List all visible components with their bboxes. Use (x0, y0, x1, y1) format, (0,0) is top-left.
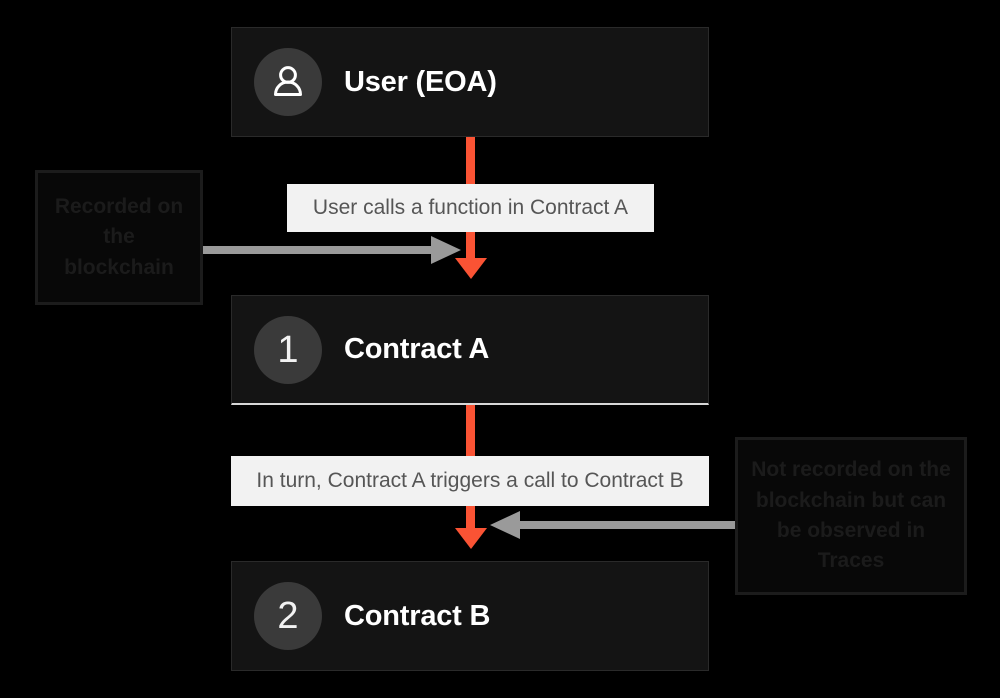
annotation-recorded-on-blockchain: Recorded on the blockchain (35, 170, 203, 305)
node-title-contract-a: Contract A (344, 333, 490, 365)
node-title-contract-b: Contract B (344, 599, 491, 632)
gray-arrow-left (203, 234, 461, 271)
step-number-badge-1: 1 (254, 315, 322, 384)
gray-arrow-right (490, 509, 742, 546)
node-contract-b[interactable]: 2 Contract B (231, 561, 709, 671)
node-contract-a[interactable]: 1 Contract A (231, 295, 709, 405)
caption-user-calls-contract-a: User calls a function in Contract A (287, 184, 654, 232)
caption-contract-a-triggers-contract-b: In turn, Contract A triggers a call to C… (231, 456, 709, 506)
orange-arrowhead-contract-b (455, 528, 487, 549)
annotation-not-recorded-traces: Not recorded on the blockchain but can b… (735, 437, 967, 595)
node-title-user: User (EOA) (344, 65, 497, 98)
node-user-eoa[interactable]: User (EOA) (231, 27, 709, 137)
step-number-badge-2: 2 (254, 582, 322, 650)
orange-arrowhead-contract-a (455, 258, 487, 279)
person-icon (254, 48, 322, 116)
